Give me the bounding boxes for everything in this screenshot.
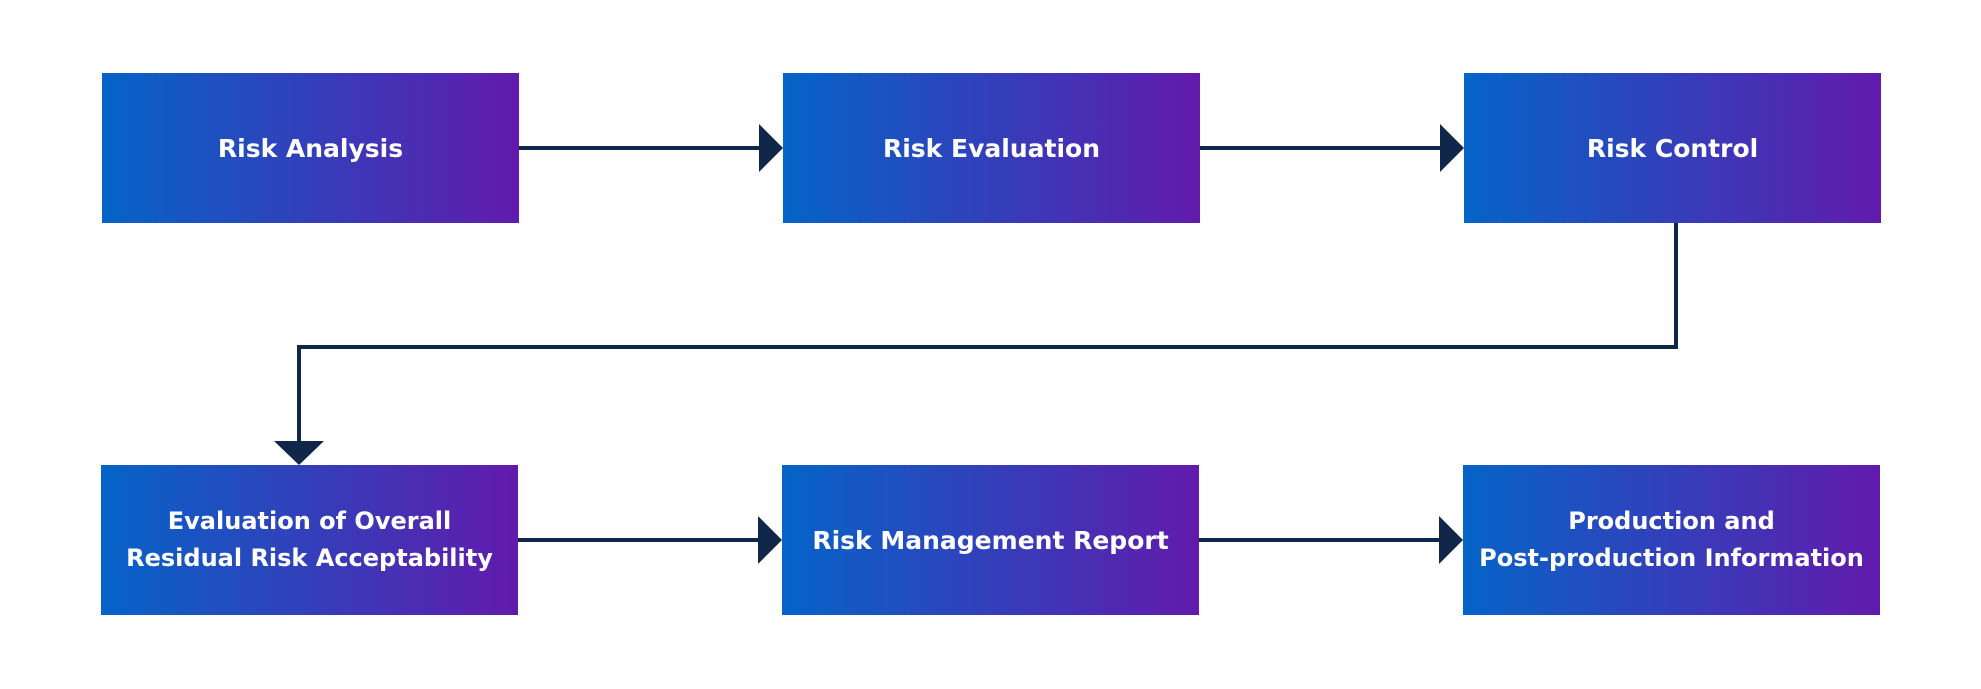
node-label: Evaluation of Overall Residual Risk Acce… [126, 507, 493, 572]
edge-report-to-production-info [1199, 516, 1463, 564]
edge-risk-control-to-overall-residual-risk [274, 223, 1678, 465]
node-label: Risk Analysis [217, 133, 404, 163]
node-risk-control: Risk Control [1464, 73, 1881, 223]
edge-overall-residual-risk-to-report [518, 516, 782, 564]
arrowhead-right-icon [759, 124, 783, 172]
node-label: Risk Evaluation [882, 133, 1100, 163]
connector-elbow-line [297, 223, 1678, 444]
node-label: Risk Management Report [812, 525, 1169, 555]
arrowhead-right-icon [1439, 516, 1463, 564]
node-label: Production and Post-production Informati… [1479, 507, 1864, 572]
node-overall-residual-risk-acceptability: Evaluation of Overall Residual Risk Acce… [101, 465, 518, 615]
edge-risk-analysis-to-risk-evaluation [519, 124, 783, 172]
node-production-post-production-information: Production and Post-production Informati… [1463, 465, 1880, 615]
arrowhead-right-icon [758, 516, 782, 564]
node-risk-analysis: Risk Analysis [102, 73, 519, 223]
node-label: Risk Control [1586, 133, 1759, 163]
edge-risk-evaluation-to-risk-control [1200, 124, 1464, 172]
arrowhead-right-icon [1440, 124, 1464, 172]
node-risk-management-report: Risk Management Report [782, 465, 1199, 615]
node-risk-evaluation: Risk Evaluation [783, 73, 1200, 223]
arrowhead-down-icon [274, 441, 324, 465]
